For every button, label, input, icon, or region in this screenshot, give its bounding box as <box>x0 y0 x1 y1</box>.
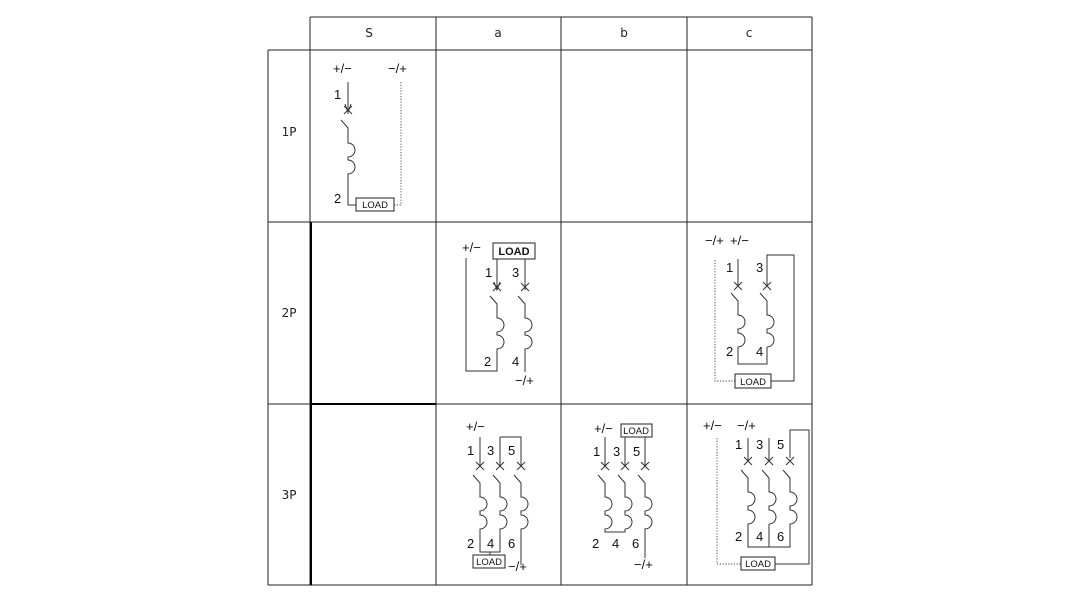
terminal-label: 1 <box>334 87 341 102</box>
terminal-label: 1 <box>593 444 600 459</box>
column-header-c: c <box>746 26 753 40</box>
polarity-label: −/+ <box>508 559 527 574</box>
polarity-label: −/+ <box>705 233 724 248</box>
polarity-label: +/− <box>594 421 613 436</box>
load-label: LOAD <box>476 557 502 568</box>
terminal-label: 1 <box>485 265 492 280</box>
terminal-label: 4 <box>756 529 763 544</box>
terminal-label: 6 <box>632 536 639 551</box>
terminal-label: 2 <box>726 344 733 359</box>
load-label: LOAD <box>745 559 771 570</box>
polarity-label: +/− <box>462 240 481 255</box>
terminal-label: 3 <box>756 260 763 275</box>
diagram-3p-a: +/− 1 3 5 2 4 6 −/+ LOAD <box>466 419 529 574</box>
load-box <box>472 554 506 569</box>
terminal-label: 5 <box>777 437 784 452</box>
row-header-1p: 1P <box>282 125 297 139</box>
row-header-2p: 2P <box>282 306 297 320</box>
terminal-label: 4 <box>487 536 494 551</box>
column-header-s: S <box>365 26 373 40</box>
row-header-3p: 3P <box>282 488 297 502</box>
diagram-3p-c: +/− −/+ 1 3 5 2 4 6 LOAD <box>703 418 810 571</box>
polarity-label: −/+ <box>634 557 653 572</box>
terminal-label: 2 <box>735 529 742 544</box>
polarity-label: +/− <box>466 419 485 434</box>
load-box <box>620 423 653 438</box>
polarity-label: −/+ <box>737 418 756 433</box>
polarity-label: −/+ <box>515 373 534 388</box>
terminal-label: 5 <box>508 443 515 458</box>
terminal-label: 2 <box>484 354 491 369</box>
terminal-label: 2 <box>334 191 341 206</box>
terminal-label: 6 <box>777 529 784 544</box>
terminal-label: 1 <box>467 443 474 458</box>
load-label: LOAD <box>498 246 529 258</box>
load-box <box>355 197 395 212</box>
table-grid <box>267 16 813 586</box>
terminal-label: 5 <box>633 444 640 459</box>
terminal-label: 1 <box>726 260 733 275</box>
column-header-a: a <box>494 26 501 40</box>
terminal-label: 4 <box>512 354 519 369</box>
terminal-label: 6 <box>508 536 515 551</box>
load-label: LOAD <box>623 426 649 437</box>
terminal-label: 3 <box>487 443 494 458</box>
terminal-label: 3 <box>756 437 763 452</box>
column-header-b: b <box>620 26 628 40</box>
polarity-label: −/+ <box>388 61 407 76</box>
terminal-label: 4 <box>756 344 763 359</box>
diagram-2p-a: +/− LOAD 1 3 2 4 −/+ <box>462 240 536 388</box>
load-box <box>492 242 536 260</box>
polarity-label: +/− <box>703 418 722 433</box>
terminal-label: 4 <box>612 536 619 551</box>
terminal-label: 3 <box>512 265 519 280</box>
polarity-label: +/− <box>333 61 352 76</box>
terminal-label: 1 <box>735 437 742 452</box>
load-label: LOAD <box>740 377 766 388</box>
terminal-label: 2 <box>467 536 474 551</box>
diagram-2p-c: −/+ +/− 1 3 2 4 LOAD <box>705 233 795 389</box>
terminal-label: 3 <box>613 444 620 459</box>
diagram-3p-b: +/− LOAD 1 3 5 2 4 6 −/+ <box>592 421 653 572</box>
load-label: LOAD <box>362 200 388 211</box>
polarity-label: +/− <box>730 233 749 248</box>
terminal-label: 2 <box>592 536 599 551</box>
diagram-1p-s: +/− −/+ 1 2 LOAD <box>333 61 407 212</box>
